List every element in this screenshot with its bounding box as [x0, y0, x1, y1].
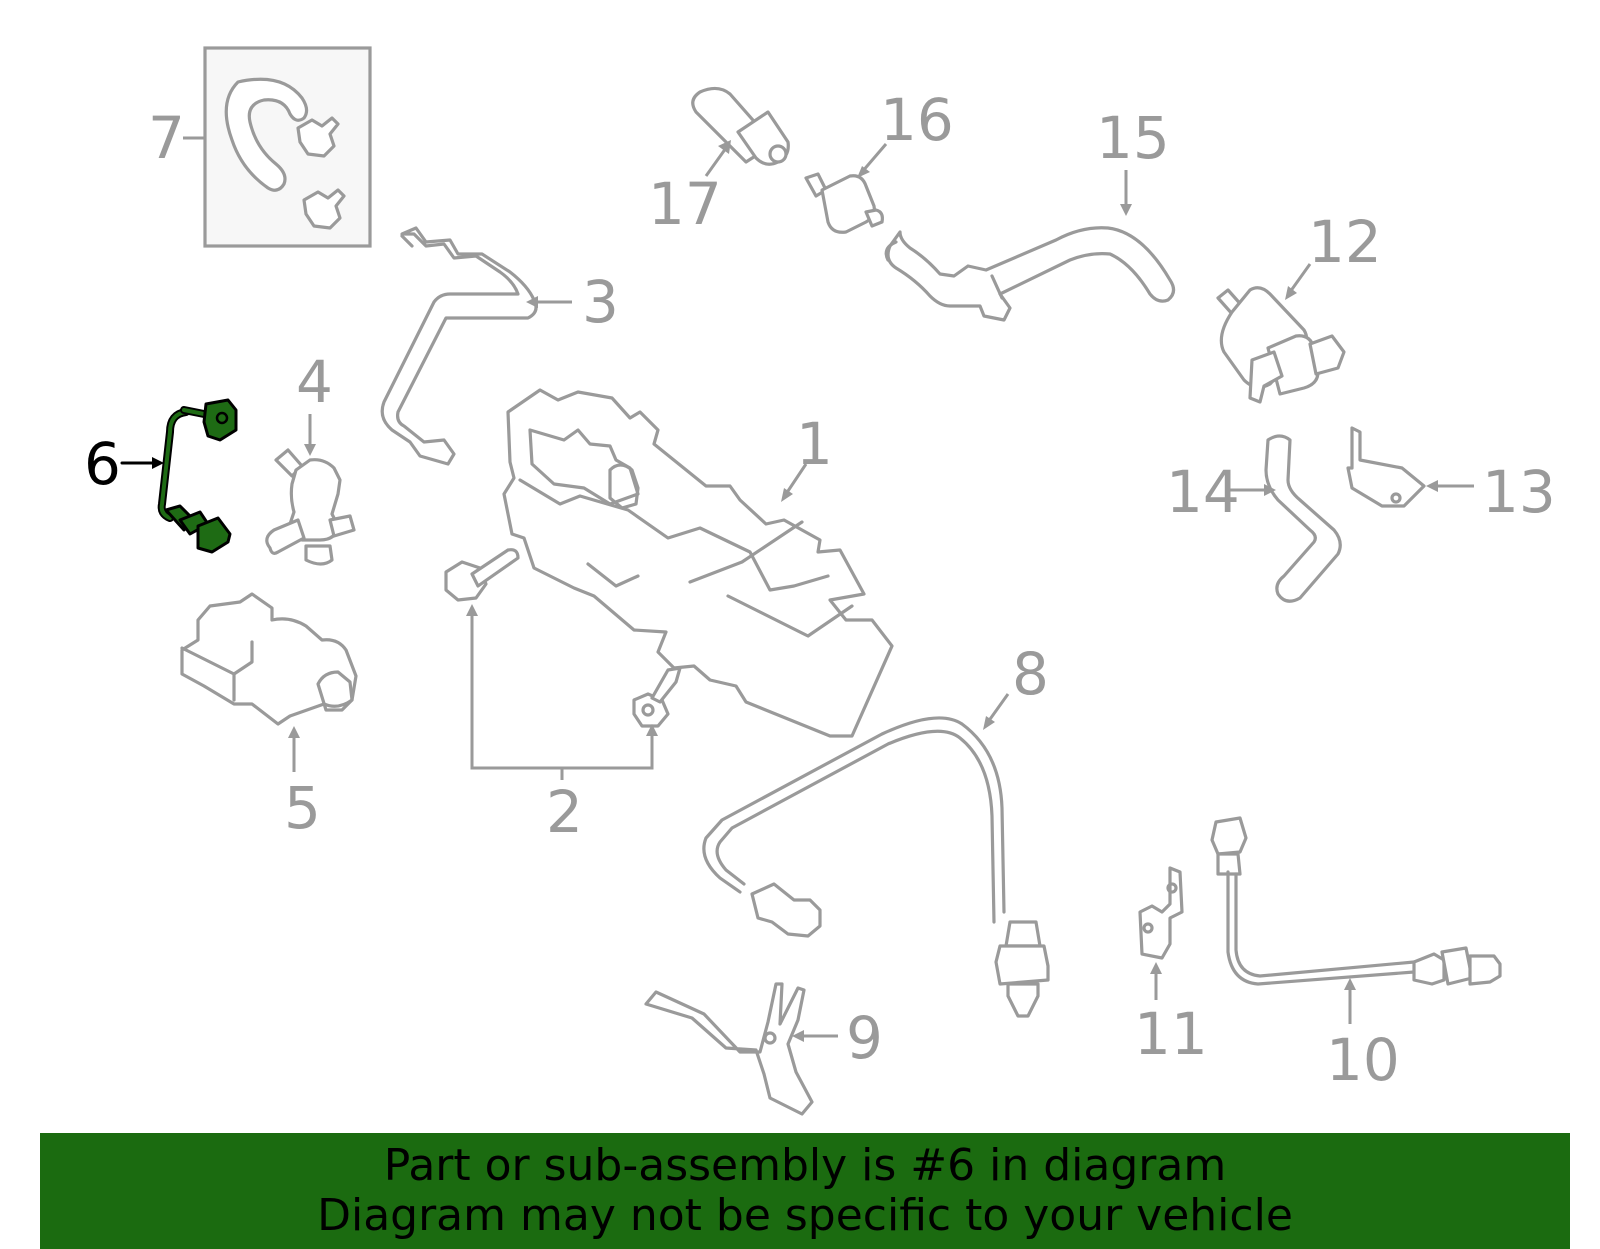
info-banner: Part or sub-assembly is #6 in diagram Di… — [40, 1133, 1570, 1249]
banner-line-2: Diagram may not be specific to your vehi… — [317, 1190, 1293, 1241]
callout-7: 7 — [148, 104, 185, 172]
part-10-oxygen-sensor[interactable] — [1210, 816, 1502, 986]
callout-13: 13 — [1482, 458, 1556, 526]
callout-12: 12 — [1308, 208, 1382, 276]
callout-6: 6 — [84, 430, 121, 498]
callout-8: 8 — [1012, 640, 1049, 708]
part-8-oxygen-sensor[interactable] — [702, 716, 1050, 1018]
part-9-bracket[interactable] — [644, 982, 814, 1116]
part-4-check-valve[interactable] — [265, 448, 356, 566]
part-13-bracket[interactable] — [1346, 426, 1426, 508]
callout-15: 15 — [1096, 104, 1170, 172]
part-2-bolt-b[interactable] — [632, 666, 682, 728]
callout-4: 4 — [296, 348, 333, 416]
part-1-canister[interactable] — [502, 388, 894, 738]
callout-16: 16 — [880, 86, 954, 154]
part-16-valve[interactable] — [804, 172, 884, 234]
banner-line-1: Part or sub-assembly is #6 in diagram — [383, 1140, 1227, 1191]
callout-10: 10 — [1326, 1026, 1400, 1094]
part-11-bracket[interactable] — [1138, 866, 1184, 960]
part-15-hose[interactable] — [884, 226, 1176, 322]
callout-9: 9 — [846, 1004, 883, 1072]
callout-1: 1 — [796, 410, 833, 478]
part-2-bolt-a[interactable] — [444, 548, 520, 602]
callout-17: 17 — [648, 170, 722, 238]
part-12-purge-valve[interactable] — [1216, 286, 1346, 404]
callout-2: 2 — [546, 778, 583, 846]
part-14-hose[interactable] — [1264, 434, 1342, 603]
part-3-pipe[interactable] — [380, 226, 538, 466]
part-17-tube[interactable] — [691, 86, 790, 166]
callout-14: 14 — [1166, 458, 1240, 526]
part-7-hose-kit[interactable] — [203, 46, 372, 248]
part-6-sensor-highlighted[interactable] — [157, 398, 238, 554]
callout-11: 11 — [1134, 1000, 1208, 1068]
part-5-solenoid[interactable] — [180, 592, 358, 726]
callout-5: 5 — [284, 774, 321, 842]
callout-3: 3 — [582, 268, 619, 336]
